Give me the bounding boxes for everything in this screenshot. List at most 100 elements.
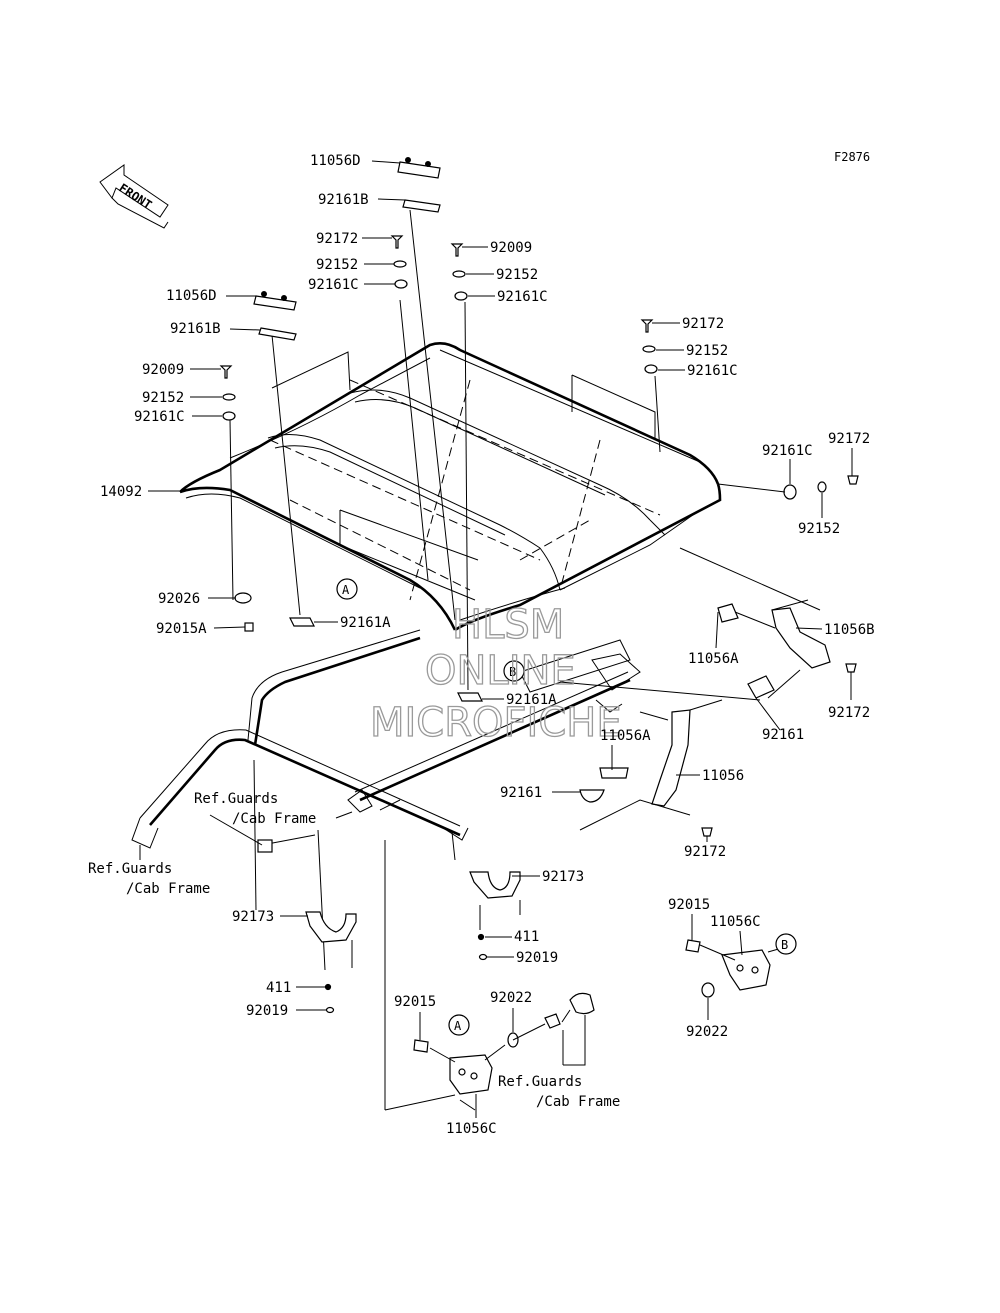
- part-label: 92152: [316, 257, 358, 273]
- hardware-icons: [209, 157, 859, 1111]
- washer-icon: [325, 1006, 335, 1014]
- nut-icon: [477, 933, 485, 941]
- callout-b-lower: B: [775, 933, 797, 955]
- part-label: 11056: [702, 768, 744, 784]
- clip-icon: [599, 767, 629, 779]
- grommet-icon: [394, 279, 408, 289]
- bracket-icon: [771, 607, 831, 669]
- pad-icon: [457, 692, 483, 702]
- part-label: 11056C: [446, 1121, 497, 1137]
- bracket-icon: [253, 295, 297, 311]
- part-label: 92015: [668, 897, 710, 913]
- front-arrow-label: FRONT: [116, 181, 154, 212]
- svg-text:A: A: [454, 1019, 462, 1033]
- bolt-icon: [847, 475, 859, 485]
- bracket-icon: [651, 709, 691, 807]
- washer-icon: [817, 481, 827, 493]
- part-label: 92152: [798, 521, 840, 537]
- pad-icon: [258, 327, 297, 341]
- part-label: 92172: [684, 844, 726, 860]
- part-label: 92152: [686, 343, 728, 359]
- svg-text:MICROFICHE: MICROFICHE: [370, 700, 622, 746]
- washer-icon: [642, 345, 656, 353]
- svg-text:B: B: [781, 938, 788, 952]
- part-label: 411: [266, 980, 291, 996]
- bolt-icon: [390, 235, 404, 249]
- part-label: 92015A: [156, 621, 207, 637]
- nut-icon: [544, 1013, 561, 1029]
- pad-icon: [289, 617, 315, 627]
- ref-label: Ref.Guards: [88, 861, 172, 877]
- cap-nut-icon: [569, 992, 595, 1015]
- part-label: 11056D: [310, 153, 361, 169]
- ref-label: Ref.Guards: [194, 791, 278, 807]
- clip-icon: [747, 675, 775, 699]
- part-labels: 11056D 92161B 92172 92009 92152 92152 92…: [88, 153, 875, 1137]
- svg-text:ONLINE: ONLINE: [425, 648, 576, 694]
- part-label: 92161C: [308, 277, 359, 293]
- part-label: 92161C: [687, 363, 738, 379]
- nut-icon: [324, 983, 332, 991]
- part-label: 92015: [394, 994, 436, 1010]
- washer-icon: [452, 270, 466, 278]
- grommet-icon: [783, 484, 797, 500]
- clip-nut-icon: [413, 1039, 429, 1053]
- part-label: 11056B: [824, 622, 875, 638]
- figure-code: F2876: [834, 150, 870, 164]
- grommet-icon: [454, 291, 468, 301]
- part-label: 92161: [500, 785, 542, 801]
- callout-b-upper: B: [503, 660, 525, 682]
- ref-label: /Cab Frame: [536, 1094, 620, 1110]
- part-label: 92173: [542, 869, 584, 885]
- bolt-icon: [244, 622, 254, 632]
- washer-icon: [222, 393, 236, 401]
- bolt-icon: [640, 319, 654, 333]
- part-label: 92019: [246, 1003, 288, 1019]
- front-arrow-icon: FRONT: [99, 164, 169, 229]
- frame-tubes-drawing: [131, 629, 641, 971]
- clip-icon: [579, 789, 605, 803]
- part-label: 92161C: [497, 289, 548, 305]
- bolt-icon: [701, 827, 713, 837]
- part-label: 11056A: [600, 728, 651, 744]
- ref-label: /Cab Frame: [232, 811, 316, 827]
- part-label: 92026: [158, 591, 200, 607]
- part-label: 92161A: [506, 692, 557, 708]
- callout-a-lower: A: [448, 1014, 470, 1036]
- part-label: 92161C: [762, 443, 813, 459]
- part-label: 92161C: [134, 409, 185, 425]
- washer-icon: [478, 953, 488, 961]
- part-label: 92172: [682, 316, 724, 332]
- svg-text:B: B: [509, 665, 516, 679]
- part-label: 92172: [316, 231, 358, 247]
- part-label: 92173: [232, 909, 274, 925]
- watermark: HLSM ONLINE MICROFICHE: [369, 601, 622, 746]
- callout-a-upper: A: [336, 578, 358, 600]
- bolt-icon: [450, 243, 464, 257]
- clip-icon: [717, 603, 739, 623]
- part-label: 11056C: [710, 914, 761, 930]
- svg-text:A: A: [342, 583, 350, 597]
- part-label: 92152: [496, 267, 538, 283]
- bolt-icon: [845, 663, 857, 673]
- part-label: 92009: [142, 362, 184, 378]
- part-label: 411: [514, 929, 539, 945]
- part-label: 14092: [100, 484, 142, 500]
- part-label: 92161A: [340, 615, 391, 631]
- part-label: 92009: [490, 240, 532, 256]
- pad-icon: [402, 199, 441, 213]
- part-label: 11056D: [166, 288, 217, 304]
- washer-icon: [393, 260, 407, 268]
- grommet-icon: [222, 411, 236, 421]
- svg-text:HLSM: HLSM: [452, 602, 564, 648]
- part-label: 92172: [828, 431, 870, 447]
- ref-label: Ref.Guards: [498, 1074, 582, 1090]
- bracket-icon: [397, 161, 441, 179]
- part-label: 92152: [142, 390, 184, 406]
- part-label: 92019: [516, 950, 558, 966]
- bracket-icon: [721, 949, 771, 991]
- part-label: 92161B: [318, 192, 369, 208]
- ref-label: /Cab Frame: [126, 881, 210, 897]
